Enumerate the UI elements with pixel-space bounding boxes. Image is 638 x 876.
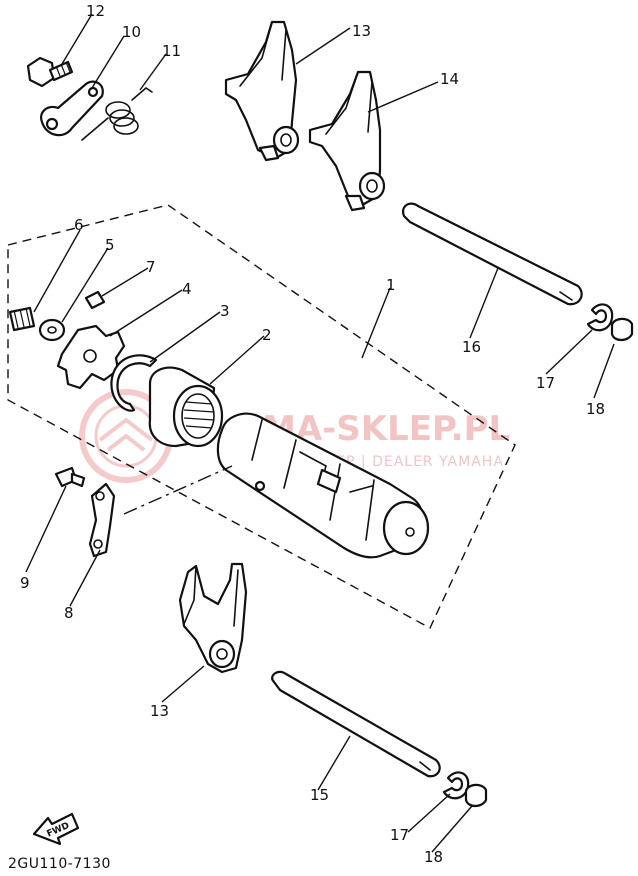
part-4-segment	[56, 324, 126, 390]
callout-10: 10	[122, 23, 141, 41]
callout-13-bottom: 13	[150, 702, 169, 720]
callout-1: 1	[386, 276, 396, 294]
callout-4: 4	[182, 280, 192, 298]
part-5-washer	[38, 318, 66, 342]
assembly-outline	[7, 204, 516, 629]
callout-17-bottom: 17	[390, 826, 409, 844]
callout-17-top: 17	[536, 374, 555, 392]
callout-14: 14	[440, 70, 459, 88]
callout-11: 11	[162, 42, 181, 60]
part-7-dowel-pin	[84, 290, 106, 310]
callout-3: 3	[220, 302, 230, 320]
callout-18-bottom: 18	[424, 848, 443, 866]
callout-7: 7	[146, 258, 156, 276]
part-13-shift-fork-bottom	[178, 562, 248, 674]
part-18-cap-top	[610, 317, 634, 342]
callout-13-top: 13	[352, 22, 371, 40]
callout-labels: 12 10 11 13 14 6 5 7 4 3 2 1 16 17 18 9 …	[20, 2, 605, 866]
callout-8: 8	[64, 604, 74, 622]
part-9-screw	[54, 466, 86, 488]
part-1-shift-drum	[216, 412, 430, 559]
callout-6: 6	[74, 216, 84, 234]
callout-9: 9	[20, 574, 30, 592]
part-2-bearing	[148, 366, 224, 448]
part-12-bolt	[26, 56, 74, 88]
leader-lines	[25, 13, 615, 853]
part-8-stopper-plate	[88, 482, 116, 558]
callout-16: 16	[462, 338, 481, 356]
callout-15: 15	[310, 786, 329, 804]
part-14-shift-fork	[308, 70, 386, 212]
part-17-circlip-top	[586, 303, 614, 332]
callout-5: 5	[105, 236, 115, 254]
callout-18-top: 18	[586, 400, 605, 418]
part-11-spring	[81, 86, 153, 141]
callout-12: 12	[86, 2, 105, 20]
part-3-circlip	[110, 354, 158, 412]
part-6-screw	[8, 306, 36, 332]
diagram-code: 2GU110-7130	[8, 856, 111, 872]
callout-2: 2	[262, 326, 272, 344]
part-16-guide-bar	[402, 202, 583, 306]
part-10-plate	[40, 80, 104, 137]
part-15-guide-bar	[271, 670, 441, 778]
part-17-circlip-bottom	[442, 771, 470, 800]
fwd-arrow-icon: FWD	[32, 812, 80, 846]
part-18-cap-bottom	[464, 783, 488, 808]
part-13-shift-fork-top	[224, 20, 300, 162]
